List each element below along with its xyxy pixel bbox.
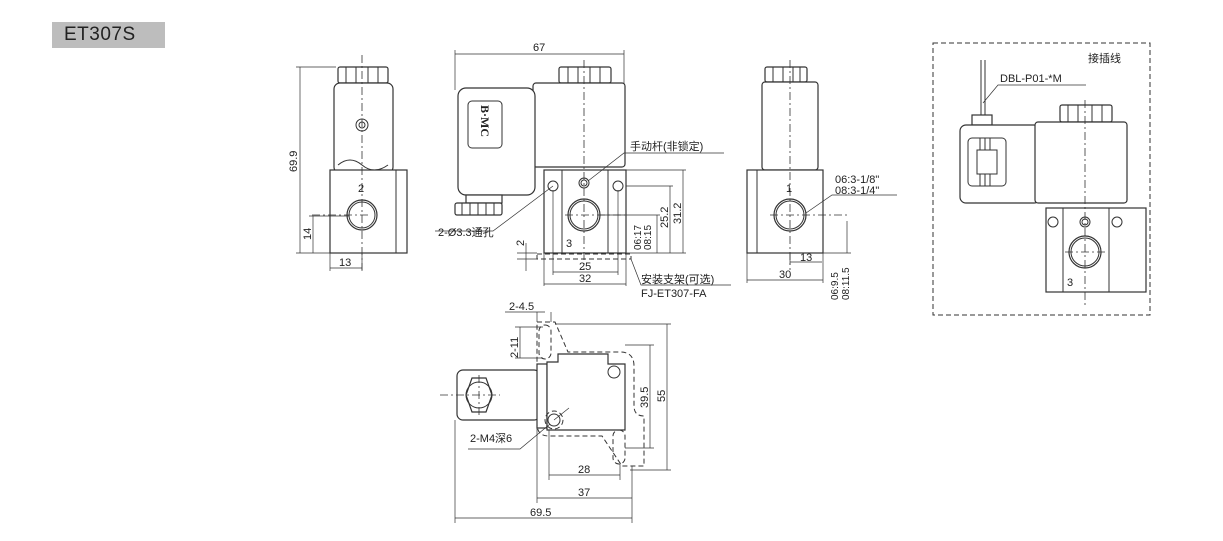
dim-69-5: 69.5 [530,507,551,519]
left-view: 2 69.9 14 13 [288,55,408,271]
dim-2: 2 [515,240,527,246]
through-holes-label: 2-Ø3.3通孔 [438,226,494,239]
slot-length: 2-11 [509,337,521,358]
dim-13: 13 [800,252,812,264]
port-label: 3 [566,238,572,250]
logo: B·MC [478,105,492,137]
right-view: 1 06:3-1/8" 08:3-1/4" 13 30 06:9.5 08:11… [746,60,897,300]
dim-height: 69.9 [288,151,300,172]
dim-32: 32 [579,273,591,285]
port-label: 2 [358,183,364,195]
bracket-model: FJ-ET307-FA [641,288,707,300]
dim-37: 37 [578,487,590,499]
slot-width: 2-4.5 [509,301,534,313]
dim-port-height: 14 [302,228,314,240]
dim-06: 06:9.5 [830,272,841,300]
dim-28: 28 [578,464,590,476]
port-label: 3 [1067,277,1073,289]
dim-25: 25 [579,261,591,273]
front-view: 67 B·MC 3 手动杆(非锁定) 2-Ø3.3通孔 2 06:17 08:1… [435,42,731,300]
dim-08: 08:11.5 [841,267,852,300]
manual-lever-label: 手动杆(非锁定) [630,139,703,153]
bracket-label: 安装支架(可选) [641,272,714,286]
dim-39-5: 39.5 [639,387,651,408]
dim-port-offset: 13 [339,257,351,269]
connector-title: 接插线 [1088,51,1121,65]
dim-25-2: 25.2 [659,207,671,228]
bottom-view: 2-4.5 2-11 2-M4深6 28 37 69.5 39.5 55 [440,301,671,523]
thread-06: 06:3-1/8" [835,174,879,186]
model-title: ET307S [52,22,165,48]
dim-width: 67 [533,42,545,54]
cable-model: DBL-P01-*M [1000,73,1062,85]
dim-31-2: 31.2 [672,203,684,224]
thread-08: 08:3-1/4" [835,185,879,197]
dim-30: 30 [779,269,791,281]
dim-08: 08:15 [643,225,654,250]
thread-label: 2-M4深6 [470,432,512,445]
connector-view: 接插线 DBL-P01-*M 3 [932,42,1151,316]
dim-06: 06:17 [633,225,644,250]
port-label: 1 [786,183,792,195]
dim-55: 55 [656,390,668,402]
